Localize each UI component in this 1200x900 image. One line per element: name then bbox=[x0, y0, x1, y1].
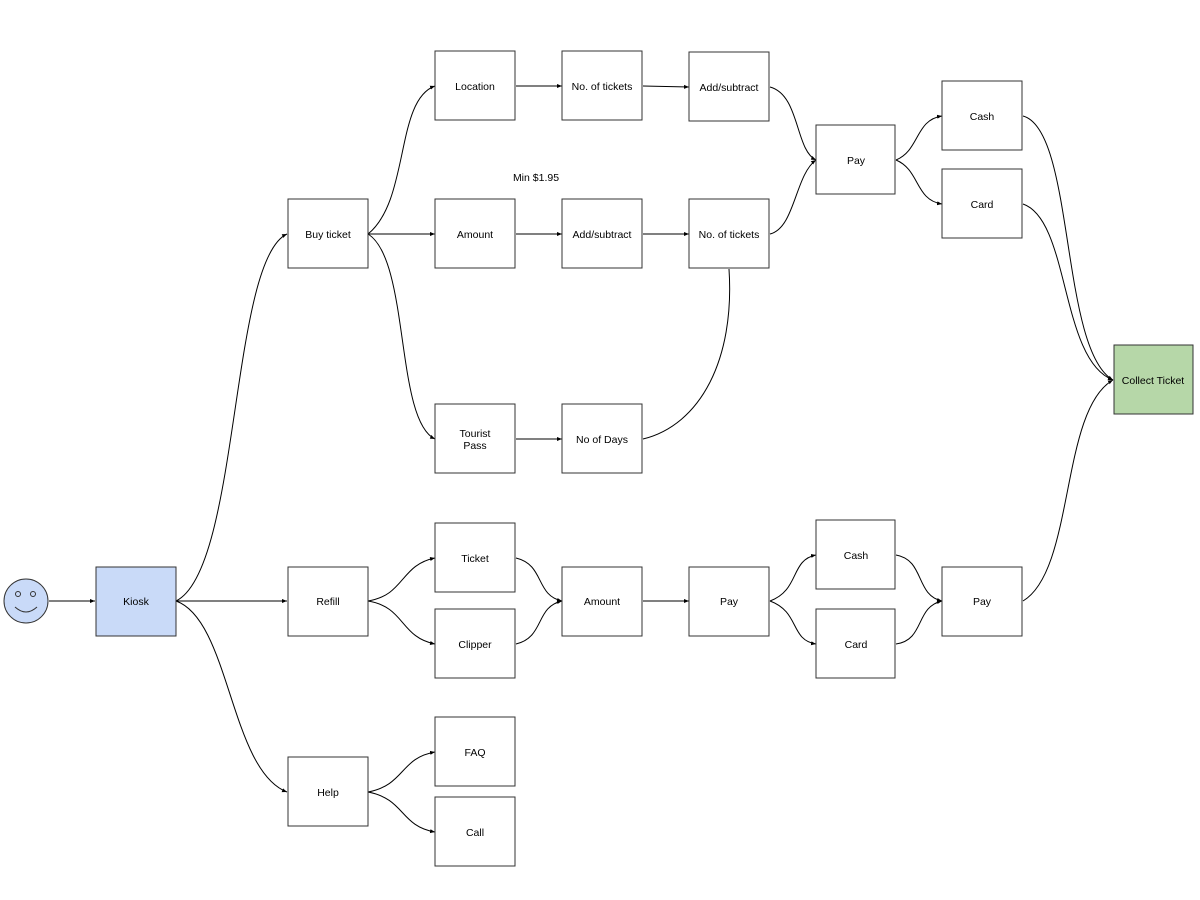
edge-refill-ticket bbox=[367, 557, 436, 602]
node-cash-refill-label: Cash bbox=[844, 550, 869, 562]
node-location: Location bbox=[434, 50, 516, 121]
node-call-label: Call bbox=[466, 827, 484, 839]
node-faq-label: FAQ bbox=[464, 747, 485, 759]
node-pay-final-label: Pay bbox=[973, 596, 992, 608]
edge-pay-refill-card bbox=[769, 600, 817, 646]
node-pay-top: Pay bbox=[815, 124, 896, 195]
node-refill: Refill bbox=[287, 566, 369, 637]
edge-no-tickets-pay bbox=[769, 159, 817, 235]
node-cash-refill: Cash bbox=[815, 519, 896, 590]
edge-cash-refill-pay-final bbox=[895, 554, 943, 602]
node-pay-final: Pay bbox=[941, 566, 1023, 637]
node-no-of-tickets-2: No. of tickets bbox=[688, 198, 770, 269]
node-no-of-tickets-1-label: No. of tickets bbox=[572, 81, 633, 93]
edge-pay-final-collect bbox=[1022, 379, 1114, 602]
edge-card-collect bbox=[1022, 203, 1114, 381]
edge-refill-clipper bbox=[367, 600, 436, 645]
edge-no-tickets-add-subtract bbox=[642, 84, 690, 89]
node-amount-refill: Amount bbox=[561, 566, 643, 637]
node-add-subtract-2-label: Add/subtract bbox=[573, 229, 632, 241]
edge-pay-refill-cash bbox=[769, 553, 817, 602]
edges bbox=[49, 84, 1114, 834]
edge-help-faq bbox=[367, 750, 436, 793]
node-card-refill-label: Card bbox=[845, 639, 868, 651]
node-amount-refill-label: Amount bbox=[584, 596, 620, 608]
node-no-of-tickets-1: No. of tickets bbox=[561, 50, 643, 121]
edge-pay-card bbox=[895, 159, 943, 206]
edge-add-subtract-pay bbox=[769, 86, 817, 161]
node-help: Help bbox=[287, 756, 369, 827]
edge-ticket-amount bbox=[515, 557, 563, 602]
node-kiosk: Kiosk bbox=[95, 566, 177, 637]
node-buy-ticket: Buy ticket bbox=[287, 198, 369, 269]
edge-buy-ticket-location bbox=[367, 85, 436, 235]
edge-pay-cash bbox=[895, 114, 943, 161]
node-cash-top: Cash bbox=[941, 80, 1023, 151]
node-card-top: Card bbox=[941, 168, 1023, 239]
annotation-min-amount: Min $1.95 bbox=[513, 172, 559, 184]
user-smiley-icon bbox=[3, 578, 49, 624]
node-ticket-label: Ticket bbox=[461, 553, 489, 565]
node-call: Call bbox=[434, 796, 516, 867]
node-pay-refill-label: Pay bbox=[720, 596, 739, 608]
node-amount-top: Amount bbox=[434, 198, 516, 269]
edge-clipper-amount bbox=[515, 600, 563, 645]
node-no-of-tickets-2-label: No. of tickets bbox=[699, 229, 760, 241]
node-pay-refill: Pay bbox=[688, 566, 770, 637]
node-collect-ticket-label: Collect Ticket bbox=[1122, 375, 1185, 387]
edge-help-call bbox=[367, 791, 436, 834]
node-help-label: Help bbox=[317, 787, 339, 799]
edge-cash-collect bbox=[1022, 115, 1114, 381]
node-add-subtract-2: Add/subtract bbox=[561, 198, 643, 269]
edge-kiosk-help bbox=[175, 600, 288, 793]
node-faq: FAQ bbox=[434, 716, 516, 787]
node-amount-top-label: Amount bbox=[457, 229, 493, 241]
edge-no-of-days-no-tickets bbox=[642, 268, 731, 440]
node-add-subtract-1-label: Add/subtract bbox=[700, 82, 759, 94]
edge-buy-ticket-tourist-pass bbox=[367, 233, 436, 440]
node-tourist-pass: Tourist Pass bbox=[434, 403, 516, 474]
node-ticket: Ticket bbox=[434, 522, 516, 593]
node-buy-ticket-label: Buy ticket bbox=[305, 229, 351, 241]
node-clipper: Clipper bbox=[434, 608, 516, 679]
node-tourist-pass-label-line1: Tourist bbox=[460, 428, 491, 440]
node-collect-ticket: Collect Ticket bbox=[1113, 344, 1194, 415]
edge-card-refill-pay-final bbox=[895, 600, 943, 645]
node-location-label: Location bbox=[455, 81, 495, 93]
node-pay-top-label: Pay bbox=[847, 155, 866, 167]
node-refill-label: Refill bbox=[316, 596, 339, 608]
edge-kiosk-buy-ticket bbox=[175, 233, 288, 602]
node-no-of-days-label: No of Days bbox=[576, 434, 628, 446]
node-card-refill: Card bbox=[815, 608, 896, 679]
node-kiosk-label: Kiosk bbox=[123, 596, 149, 608]
node-add-subtract-1: Add/subtract bbox=[688, 51, 770, 122]
node-cash-top-label: Cash bbox=[970, 111, 995, 123]
node-tourist-pass-label-line2: Pass bbox=[463, 440, 486, 452]
node-clipper-label: Clipper bbox=[458, 639, 492, 651]
node-card-top-label: Card bbox=[971, 199, 994, 211]
node-no-of-days: No of Days bbox=[561, 403, 643, 474]
